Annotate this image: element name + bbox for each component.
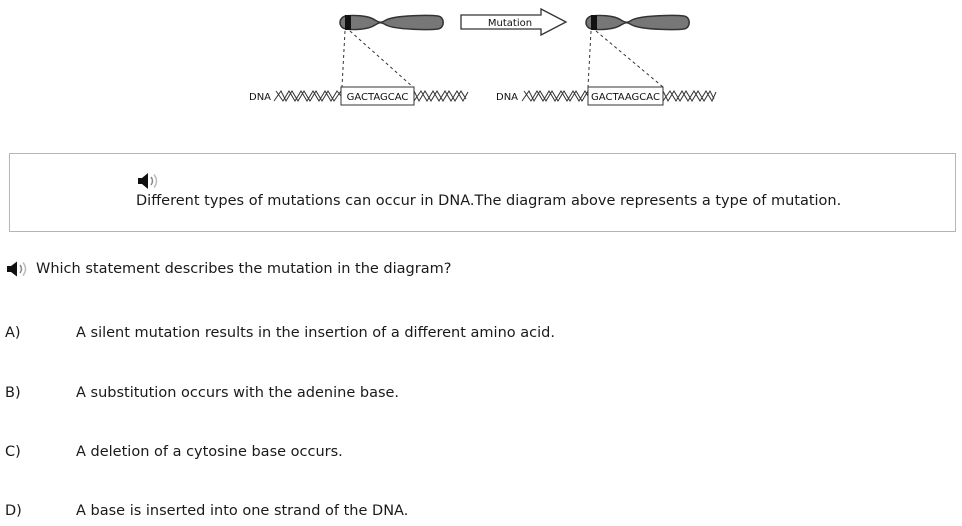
dna-strand [521,89,717,103]
speaker-icon[interactable] [136,171,162,191]
choice-text: A silent mutation results in the inserti… [76,325,555,341]
answer-choice-a[interactable]: A) A silent mutation results in the inse… [0,325,962,347]
answer-choice-b[interactable]: B) A substitution occurs with the adenin… [0,385,962,407]
chromosome-icon [585,14,690,31]
choice-letter: D) [5,503,22,519]
dna-label: DNA [496,92,518,103]
question-text: Which statement describes the mutation i… [36,261,452,277]
choice-letter: B) [5,385,21,401]
original-sequence: GACTAGCAC [347,92,409,103]
mutated-sequence-box [587,86,664,106]
zoom-lines [587,30,664,88]
arrow-right-icon [460,7,568,37]
mutation-arrow-label: Mutation [488,18,532,29]
choice-letter: A) [5,325,21,341]
chromosome-icon [339,14,444,31]
choice-text: A base is inserted into one strand of th… [76,503,409,519]
mutated-sequence: GACTAAGCAC [591,92,660,103]
answer-choice-c[interactable]: C) A deletion of a cytosine base occurs. [0,444,962,466]
mutation-diagram: DNA GACTAGCAC Mutation DNA GACTAAGCAC [249,7,717,106]
answer-choice-d[interactable]: D) A base is inserted into one strand of… [0,503,962,525]
original-sequence-box [340,86,415,106]
choice-text: A substitution occurs with the adenine b… [76,385,400,401]
passage-text: Different types of mutations can occur i… [136,193,842,209]
question: Which statement describes the mutation i… [6,259,451,279]
choice-letter: C) [5,444,21,460]
zoom-lines [341,30,414,88]
passage-box: Different types of mutations can occur i… [9,153,956,232]
speaker-icon[interactable] [6,260,34,278]
choice-text: A deletion of a cytosine base occurs. [76,444,343,460]
dna-label: DNA [249,92,271,103]
dna-strand [273,90,469,103]
